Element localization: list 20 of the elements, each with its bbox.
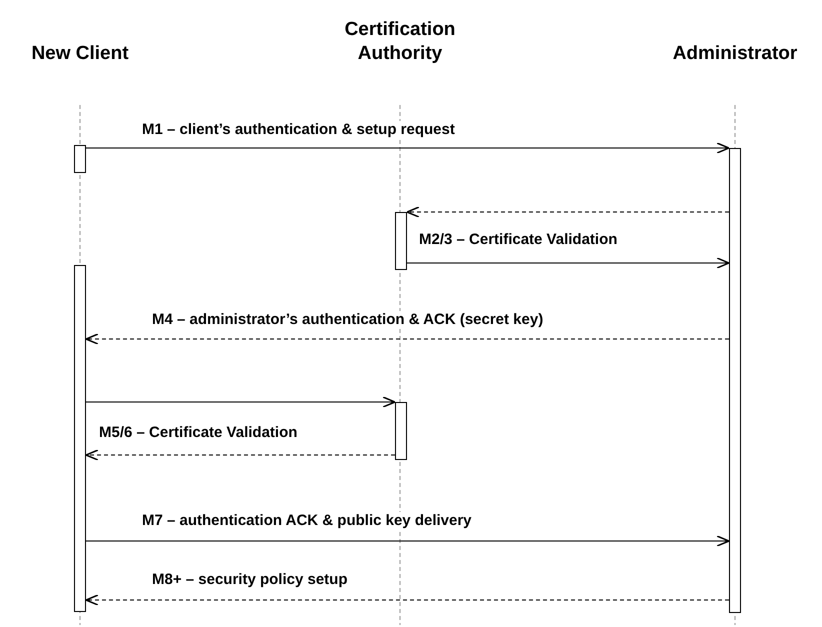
activation-bar	[729, 148, 741, 613]
participant-label: Administrator	[650, 42, 820, 66]
activation-bar	[74, 145, 86, 173]
message-arrow	[85, 333, 730, 345]
activation-bar	[395, 212, 407, 270]
message-arrow	[86, 535, 730, 547]
message-label: M8+ – security policy setup	[150, 571, 350, 589]
message-arrow	[85, 594, 730, 606]
activation-bar	[395, 402, 407, 460]
message-arrow	[86, 142, 730, 154]
message-arrow	[406, 206, 730, 218]
activation-bar	[74, 265, 86, 612]
participant-label: Certification Authority	[320, 18, 480, 66]
message-arrow	[85, 449, 396, 461]
message-label: M1 – client’s authentication & setup request	[140, 121, 457, 139]
message-arrow	[86, 396, 396, 408]
participant-label: New Client	[10, 42, 150, 66]
message-label: M4 – administrator’s authentication & ACK (secret key)	[150, 311, 546, 329]
message-label: M7 – authentication ACK & public key delivery	[140, 512, 474, 530]
message-arrow	[406, 257, 730, 269]
